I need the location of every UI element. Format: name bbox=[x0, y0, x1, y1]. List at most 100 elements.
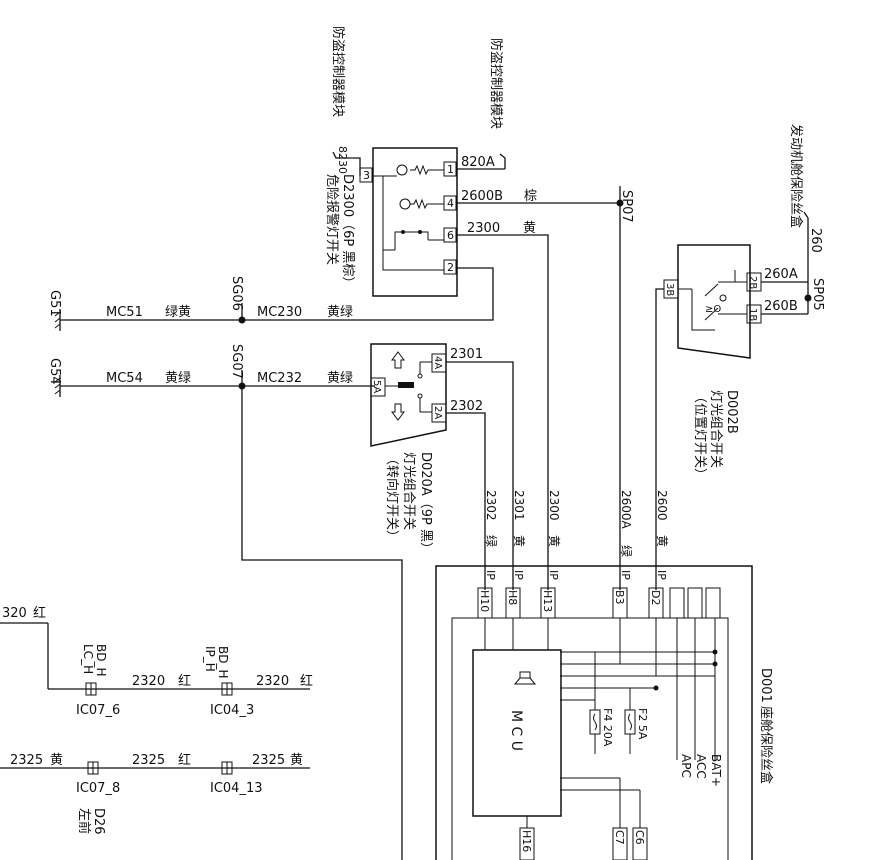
position-switch-name: 灯光组合开关 bbox=[708, 390, 723, 468]
ground-g54: G54 bbox=[47, 358, 375, 397]
wire-2320-label-a: 2320 bbox=[132, 674, 165, 689]
svg-text:IC07_6: IC07_6 bbox=[76, 703, 120, 718]
wire-2301-label: 2301 bbox=[450, 347, 483, 362]
cabin-fuse-id: D001 bbox=[758, 668, 773, 703]
label-bd-ip: BD_H IP_H bbox=[203, 646, 230, 679]
svg-text:ACC: ACC bbox=[694, 754, 708, 779]
svg-text:IP: IP bbox=[484, 570, 497, 580]
cabin-fuse-inner bbox=[451, 617, 729, 860]
svg-text:C7: C7 bbox=[613, 830, 626, 845]
wire-2325-label-a: 2325 bbox=[10, 753, 43, 768]
wire-2325-label-b: 2325 bbox=[132, 753, 165, 768]
svg-text:红: 红 bbox=[33, 605, 46, 621]
svg-text:BD_H: BD_H bbox=[94, 644, 108, 677]
splice-sp07-label: SP07 bbox=[619, 190, 634, 223]
wire-mc51-color: 绿黄 bbox=[165, 305, 191, 320]
wire-2325-color-c: 黄 bbox=[290, 753, 303, 768]
svg-text:IP: IP bbox=[547, 570, 560, 580]
wire-2300-color: 黄 bbox=[523, 221, 536, 236]
cabin-bottom-pins: H16 C7 C6 bbox=[519, 827, 648, 860]
wire-mc51-label: MC51 bbox=[106, 305, 143, 320]
svg-text:IP: IP bbox=[619, 570, 632, 580]
mcu-box bbox=[472, 649, 562, 817]
cabin-ip-connectors: IP IP IP IP IP bbox=[484, 570, 668, 580]
anti-theft-module-label-right: 防盗控制器模块 bbox=[488, 38, 504, 129]
svg-text:G54: G54 bbox=[47, 358, 62, 385]
svg-text:H16: H16 bbox=[520, 830, 533, 852]
svg-text:黄: 黄 bbox=[547, 535, 561, 547]
wire-2600B-label: 2600B bbox=[461, 189, 503, 204]
svg-text:H10: H10 bbox=[478, 590, 491, 612]
svg-text:APC: APC bbox=[679, 754, 693, 778]
svg-text:C6: C6 bbox=[633, 830, 646, 845]
svg-text:2301: 2301 bbox=[512, 490, 526, 521]
pin-8230-label: 8230 bbox=[336, 146, 349, 174]
svg-text:IP: IP bbox=[655, 570, 668, 580]
anti-theft-module-label-left: 防盗控制器模块 bbox=[330, 26, 346, 117]
svg-text:IP_H: IP_H bbox=[203, 646, 217, 672]
svg-text:黄: 黄 bbox=[512, 535, 526, 547]
turn-switch-sub: （转向灯开关） bbox=[384, 452, 400, 543]
svg-text:2B: 2B bbox=[747, 276, 758, 289]
svg-text:D26: D26 bbox=[91, 808, 106, 835]
svg-text:BAT+: BAT+ bbox=[709, 754, 723, 787]
svg-text:绿: 绿 bbox=[484, 535, 499, 547]
position-switch-sub: （位置灯开关） bbox=[692, 390, 707, 481]
cabin-fuse-box bbox=[435, 565, 753, 860]
wire-mc230-color: 黄绿 bbox=[327, 305, 353, 320]
wire-mc54-label: MC54 bbox=[106, 371, 143, 386]
svg-text:3: 3 bbox=[363, 169, 370, 182]
svg-text:B3: B3 bbox=[613, 590, 626, 605]
cabin-fuses: F4 20A F2 5A bbox=[589, 708, 649, 747]
wire-260A-label: 260A bbox=[764, 267, 798, 282]
svg-text:2300: 2300 bbox=[547, 490, 561, 521]
wire-mc230-label: MC230 bbox=[257, 305, 302, 320]
wire-mc232-label: MC232 bbox=[257, 371, 302, 386]
svg-text:D2: D2 bbox=[649, 590, 662, 605]
turn-switch-id: D020A（9P 黑） bbox=[418, 452, 433, 555]
position-switch-id: D002B bbox=[724, 390, 739, 434]
label-bd-lc: BD_H LC_H bbox=[81, 644, 108, 677]
svg-text:2600A: 2600A bbox=[619, 490, 633, 530]
wire-mc54-color: 黄绿 bbox=[165, 371, 191, 386]
wire-260-label: 260 bbox=[808, 228, 823, 253]
cabin-internal-wiring bbox=[484, 618, 718, 828]
engine-fuse-box-label: 发动机舱保险丝盒 bbox=[788, 124, 804, 228]
svg-text:F4 20A: F4 20A bbox=[601, 708, 614, 747]
position-switch-box bbox=[677, 244, 751, 359]
svg-text:3B: 3B bbox=[664, 283, 675, 296]
wire-2300 bbox=[456, 234, 549, 590]
hazard-switch-name: 危险报警灯开关 bbox=[324, 174, 340, 265]
svg-text:G51: G51 bbox=[47, 290, 62, 317]
turn-switch-name: 灯光组合开关 bbox=[401, 452, 416, 530]
svg-text:320: 320 bbox=[2, 606, 27, 621]
svg-text:LC_H: LC_H bbox=[81, 644, 95, 674]
wire-2320-color-a: 红 bbox=[178, 673, 191, 689]
label-d26: D26 左前 bbox=[76, 808, 106, 835]
svg-text:1B: 1B bbox=[747, 308, 758, 321]
inline-connector-ic04-13: IC04_13 bbox=[210, 761, 263, 796]
turn-switch-box bbox=[370, 343, 447, 447]
inline-connector-ic07-8: IC07_8 bbox=[76, 761, 120, 796]
wire-320: 320 红 bbox=[0, 605, 49, 689]
hazard-switch-internals bbox=[372, 164, 444, 271]
wire-2302 bbox=[446, 412, 486, 590]
wire-2302-label: 2302 bbox=[450, 399, 483, 414]
svg-text:4: 4 bbox=[447, 197, 454, 210]
svg-text:绿: 绿 bbox=[619, 545, 634, 557]
wire-260B-label: 260B bbox=[764, 299, 798, 314]
svg-text:BD_H: BD_H bbox=[216, 646, 230, 679]
splice-sp05-label: SP05 bbox=[810, 278, 825, 311]
inline-connector-ic04-3: IC04_3 bbox=[210, 682, 254, 718]
splice-sg06-label: SG06 bbox=[229, 276, 244, 311]
wire-260 bbox=[803, 211, 809, 282]
svg-text:IC07_8: IC07_8 bbox=[76, 781, 120, 796]
cabin-fuse-label: 座舱保险丝盒 bbox=[758, 706, 774, 784]
wire-820A-label: 820A bbox=[461, 155, 495, 170]
splice-sg07-label: SG07 bbox=[229, 344, 244, 379]
wire-2325-color-a: 黄 bbox=[50, 753, 63, 768]
wire-2300-label: 2300 bbox=[467, 221, 500, 236]
wire-2600 bbox=[655, 288, 664, 590]
cabin-power-labels: BAT+ ACC APC bbox=[679, 754, 723, 787]
wire-2320-label-b: 2320 bbox=[256, 674, 289, 689]
